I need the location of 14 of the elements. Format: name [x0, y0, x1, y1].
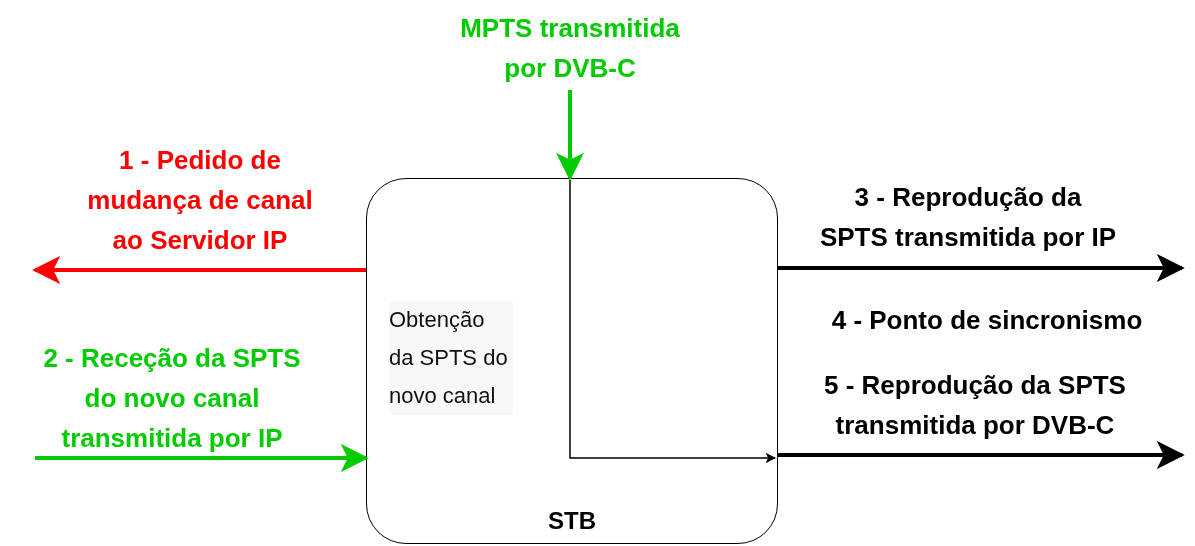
arrow — [778, 441, 1185, 469]
process-description: Obtenção da SPTS do novo canal — [389, 301, 513, 415]
arrow — [556, 90, 584, 181]
box-title: STB — [547, 507, 597, 535]
edge-label: 3 - Reprodução da SPTS transmitida por IP — [818, 181, 1118, 254]
signal-label: MPTS transmitida por DVB-C — [445, 8, 695, 90]
note-label: 4 - Ponto de sincronismo — [830, 304, 1144, 337]
edge-label: 5 - Reprodução da SPTS transmitida por DVB-C — [823, 369, 1127, 442]
edge-label: 2 - Receção da SPTS do novo canal transmitida por IP — [42, 342, 302, 455]
process-box — [366, 178, 778, 544]
arrow — [778, 254, 1185, 282]
edge-label: 1 - Pedido de mudança de canal ao Servidor IP — [86, 144, 314, 257]
arrow — [32, 256, 366, 284]
arrow — [35, 444, 369, 472]
